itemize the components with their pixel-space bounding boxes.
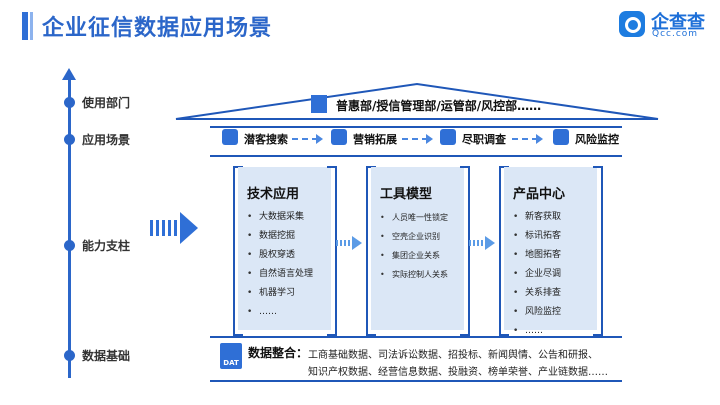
small-arrow-icon [469,236,495,250]
list-item: 股权穿透 [247,246,331,265]
building-icon [311,95,327,113]
foundation-text-line2: 知识产权数据、经营信息数据、投融资、榜单荣誉、产业链数据…… [308,367,608,378]
list-item: 数据挖掘 [247,227,331,246]
axis-label-scenes: 应用场景 [82,133,131,147]
list-item: 风险监控 [513,303,597,322]
foundation-text-line1: 工商基础数据、司法诉讼数据、招投标、新闻舆情、公告和研报、 [308,350,598,361]
vertical-axis [68,78,71,378]
axis-label-foundation: 数据基础 [82,349,131,363]
list-item: 自然语言处理 [247,265,331,284]
scene-risk-monitor: 风险监控 [575,133,619,146]
pillar-list: 人员唯一性锁定 空壳企业识别 集团企业关系 实际控制人关系 [380,208,464,284]
pillar-list: 新客获取 标讯拓客 地图拓客 企业尽调 关系排查 风险监控 …… [513,208,597,341]
small-arrow-icon [336,236,362,250]
person-icon [222,129,238,145]
list-item: 机器学习 [247,284,331,303]
logo-subtext: Qcc.com [652,29,699,39]
list-item: 人员唯一性锁定 [380,208,464,227]
axis-label-pillars: 能力支柱 [82,239,131,253]
axis-label-departments: 使用部门 [82,96,131,110]
pillar-list: 大数据采集 数据挖掘 股权穿透 自然语言处理 机器学习 …… [247,208,331,322]
axis-dot [64,134,75,145]
list-item: 大数据采集 [247,208,331,227]
list-item: 空壳企业识别 [380,227,464,246]
axis-dot [64,97,75,108]
roof-pediment [175,82,659,120]
pillar-products-panel: 产品中心 新客获取 标讯拓客 地图拓客 企业尽调 关系排查 风险监控 …… [504,167,597,336]
pillar-title: 技术应用 [247,187,300,202]
marketing-icon [331,129,347,145]
title-accent-bar-light [30,12,33,40]
checklist-icon [440,129,456,145]
departments-text: 普惠部/授信管理部/运管部/风控部…… [336,99,542,113]
dashed-arrow-icon [292,134,323,144]
list-item: 关系排查 [513,284,597,303]
list-item: 集团企业关系 [380,246,464,265]
list-item: 地图拓客 [513,246,597,265]
foundation-beam [210,336,622,382]
scene-due-diligence: 尽职调查 [462,133,506,146]
pillar-bracket-right [593,166,603,336]
axis-dot [64,240,75,251]
list-item: 新客获取 [513,208,597,227]
axis-dot [64,350,75,361]
magnifier-logo-icon [619,11,645,37]
axis-arrow-up-icon [62,68,76,80]
alarm-icon [553,129,569,145]
big-striped-arrow-icon [150,212,198,244]
pillar-tools-panel: 工具模型 人员唯一性锁定 空壳企业识别 集团企业关系 实际控制人关系 [371,167,464,330]
pillar-bracket-right [327,166,337,336]
scene-prospect-search: 潜客搜索 [244,133,288,146]
dashed-arrow-icon [402,134,433,144]
pillar-title: 工具模型 [380,187,433,202]
scene-marketing: 营销拓展 [353,133,397,146]
logo-text: 企查查 [651,12,705,33]
pillar-bracket-right [460,166,470,336]
title-accent-bar [22,12,28,40]
list-item: 企业尽调 [513,265,597,284]
foundation-label: 数据整合： [248,346,309,360]
page-title: 企业征信数据应用场景 [42,16,273,41]
dashed-arrow-icon [512,134,543,144]
dat-file-icon: DAT [220,343,242,369]
pillar-tech-panel: 技术应用 大数据采集 数据挖掘 股权穿透 自然语言处理 机器学习 …… [238,167,331,330]
list-item: …… [247,303,331,322]
list-item: …… [513,322,597,341]
pillar-title: 产品中心 [513,187,566,202]
list-item: 实际控制人关系 [380,265,464,284]
list-item: 标讯拓客 [513,227,597,246]
